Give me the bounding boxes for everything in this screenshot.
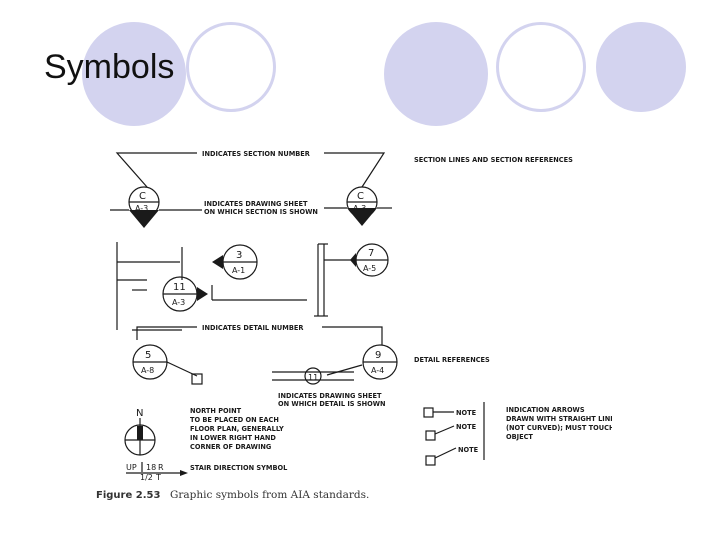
slide-title: Symbols: [44, 48, 175, 86]
stair-r: R: [158, 463, 164, 472]
note-arrows: NOTE NOTE NOTE: [423, 402, 485, 466]
detail-symbol-mid: 11: [272, 367, 354, 385]
stair-up: UP: [126, 463, 137, 472]
detail-symbol-right: 9 A-4: [326, 344, 398, 380]
section-symbol-right: C A-3: [324, 186, 392, 226]
det-right-top: 9: [375, 350, 381, 361]
label-detail-number: INDICATES DETAIL NUMBER: [202, 324, 303, 332]
sec-left-bot: A-3: [135, 204, 148, 213]
decor-circle-2: [186, 22, 276, 112]
note-2: NOTE: [456, 423, 477, 431]
figure-number: Figure 2.53: [96, 490, 160, 501]
section-leader-right: [324, 152, 386, 188]
figure-drawing: INDICATES SECTION NUMBER SECTION LINES A…: [96, 150, 612, 501]
decor-circle-4: [496, 22, 586, 112]
label-section-refs: SECTION LINES AND SECTION REFERENCES: [414, 156, 573, 164]
note-1: NOTE: [456, 409, 477, 417]
low-bot: A-3: [172, 298, 185, 307]
stair-t: T: [155, 473, 161, 482]
label-section-sheet-1: INDICATES DRAWING SHEET: [204, 200, 308, 208]
label-north-5: CORNER OF DRAWING: [190, 443, 271, 451]
det-left-top: 5: [145, 350, 151, 361]
north-point-symbol: N: [124, 408, 156, 456]
aia-symbols-figure: INDICATES SECTION NUMBER SECTION LINES A…: [92, 140, 612, 512]
right-reference-symbol: 7 A-5: [350, 243, 389, 277]
decor-circle-3: [384, 22, 488, 126]
label-arrows-2: DRAWN WITH STRAIGHT LINES: [506, 415, 612, 423]
mid-reference-symbol: 3 A-1: [212, 244, 258, 280]
label-arrows-4: OBJECT: [506, 433, 533, 441]
label-north-2: TO BE PLACED ON EACH: [190, 416, 279, 424]
label-detail-refs: DETAIL REFERENCES: [414, 356, 490, 364]
label-north-1: NORTH POINT: [190, 407, 242, 415]
detail-leader-left: [136, 326, 197, 340]
section-leader-left: [115, 152, 197, 188]
north-letter: N: [136, 408, 143, 419]
sec-right-top: C: [357, 191, 364, 202]
label-section-number: INDICATES SECTION NUMBER: [202, 150, 310, 158]
low-reference-symbol: 11 A-3: [162, 276, 208, 312]
mid-bot: A-1: [232, 266, 245, 275]
building-section-lines: [116, 242, 354, 331]
low-top: 11: [173, 282, 186, 293]
mid-top: 3: [236, 250, 242, 261]
label-detail-sheet-1: INDICATES DRAWING SHEET: [278, 392, 382, 400]
sec-right-bot: A-3: [353, 204, 366, 213]
stair-frac: 1/2: [140, 473, 153, 482]
figure-caption: Graphic symbols from AIA standards.: [170, 489, 369, 501]
label-detail-sheet-2: ON WHICH DETAIL IS SHOWN: [278, 400, 386, 408]
detail-leader-right: [322, 326, 383, 345]
stair-direction-symbol: UP 18 R 1/2 T: [126, 462, 188, 482]
sec-left-top: C: [139, 191, 146, 202]
det-mid: 11: [308, 373, 318, 382]
label-north-3: FLOOR PLAN, GENERALLY: [190, 425, 284, 433]
stair-count: 18: [146, 463, 156, 472]
section-symbol-left: C A-3: [110, 186, 202, 228]
decor-circle-1: [82, 22, 186, 126]
label-arrows-3: (NOT CURVED); MUST TOUCH: [506, 424, 612, 432]
right-top: 7: [368, 248, 374, 259]
decor-circle-5: [596, 22, 686, 112]
detail-symbol-left: 5 A-8: [132, 344, 203, 385]
label-section-sheet-2: ON WHICH SECTION IS SHOWN: [204, 208, 318, 216]
det-right-bot: A-4: [371, 366, 384, 375]
right-bot: A-5: [363, 264, 376, 273]
label-stair: STAIR DIRECTION SYMBOL: [190, 464, 288, 472]
det-left-bot: A-8: [141, 366, 154, 375]
label-north-4: IN LOWER RIGHT HAND: [190, 434, 276, 442]
label-arrows-1: INDICATION ARROWS: [506, 406, 585, 414]
note-3: NOTE: [458, 446, 479, 454]
